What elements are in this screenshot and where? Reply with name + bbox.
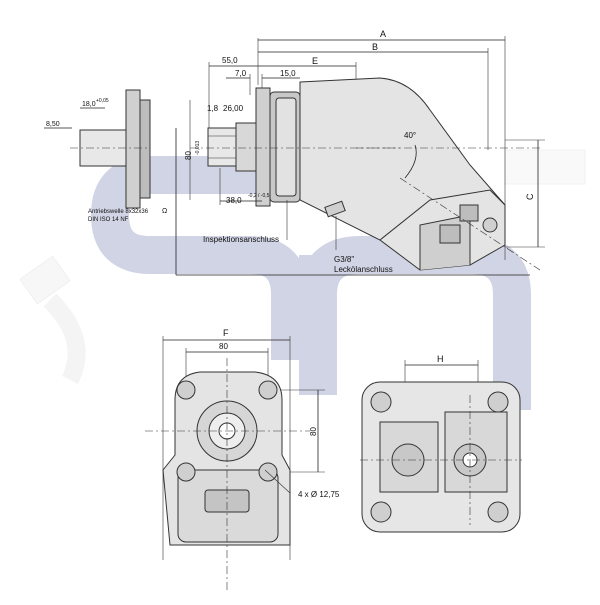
shaft-label-line1: Antriebswelle 8x32x36: [88, 209, 149, 215]
dim-80-tol-label: -0,013: [195, 141, 201, 155]
dim-7-label: 7,0: [235, 69, 247, 78]
dim-h-label: H: [437, 354, 444, 364]
port-g38-label: G3/8": [334, 255, 354, 264]
watermark-hose: [19, 149, 586, 385]
dim-18-label: 18,0: [82, 101, 96, 108]
dim-26-label: 26,00: [223, 104, 244, 113]
dim-angle-label: 40°: [404, 131, 416, 140]
shaft-symbol: Ω: [162, 208, 167, 215]
leader-lines: [286, 200, 337, 250]
leak-port-label: Leckölanschluss: [334, 265, 393, 274]
dim-1-8-label: 1,8: [207, 104, 219, 113]
dim-a-label: A: [380, 29, 386, 39]
dim-38-label: 38,0: [226, 196, 242, 205]
dim-f-label: F: [223, 328, 229, 338]
dim-80-side: [175, 100, 530, 276]
holes-label: 4 x Ø 12,75: [298, 490, 340, 499]
shaft-detail: [44, 89, 151, 209]
rear-view: [360, 360, 522, 533]
dim-80-front-v-label: 80: [309, 427, 318, 436]
dim-55-label: 55,0: [222, 56, 238, 65]
dim-15-label: 15,0: [280, 69, 296, 78]
dim-c: [505, 139, 545, 248]
inspection-label: Inspektionsanschluss: [203, 235, 279, 244]
dim-80-front-label: 80: [219, 342, 228, 351]
dim-38-tol-label: -0,2 / -0,5: [248, 193, 270, 199]
dim-38: [219, 168, 262, 205]
dim-8-50-label: 8,50: [46, 121, 60, 128]
pump-side-view: [190, 77, 541, 271]
dim-c-label: C: [525, 193, 535, 200]
shaft-label-line2: DIN ISO 14 NF: [88, 217, 129, 223]
front-view: [145, 336, 325, 590]
dim-b-label: B: [372, 42, 378, 52]
dim-e-label: E: [312, 56, 318, 66]
dim-18-tol-label: +0,05: [96, 98, 109, 104]
dim-80-side-label: 80: [184, 151, 193, 160]
